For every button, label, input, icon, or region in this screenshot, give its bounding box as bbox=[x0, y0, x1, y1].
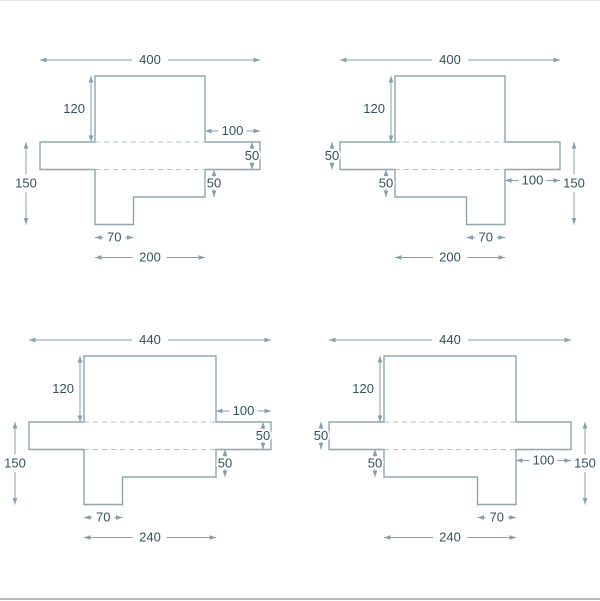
dim-label-arm-length: 100 bbox=[533, 453, 555, 468]
cover-outline bbox=[339, 75, 561, 226]
cover-outline bbox=[28, 355, 272, 506]
dim-label-side-height: 150 bbox=[574, 455, 596, 470]
dim-label-side-height: 150 bbox=[15, 175, 37, 190]
dim-label-upper-height: 120 bbox=[352, 381, 374, 396]
dim-label-total-width: 440 bbox=[439, 332, 461, 347]
dim-label-arm-height: 50 bbox=[314, 428, 328, 443]
dim-label-arm-length: 100 bbox=[522, 173, 544, 188]
dim-label-below-arm: 50 bbox=[379, 175, 393, 190]
dim-label-arm-height: 50 bbox=[325, 148, 339, 163]
cover-outline bbox=[328, 355, 572, 506]
dim-label-below-arm: 50 bbox=[218, 455, 232, 470]
dim-label-side-height: 150 bbox=[4, 455, 26, 470]
dim-label-total-width: 440 bbox=[139, 332, 161, 347]
dim-label-side-height: 150 bbox=[563, 175, 585, 190]
dim-label-upper-height: 120 bbox=[52, 381, 74, 396]
dim-label-total-width: 400 bbox=[139, 52, 161, 67]
dim-label-arm-height: 50 bbox=[245, 148, 259, 163]
dim-label-upper-height: 120 bbox=[63, 101, 85, 116]
dim-label-arm-length: 100 bbox=[222, 123, 244, 138]
dim-label-body-width: 240 bbox=[139, 530, 161, 545]
dim-label-body-width: 240 bbox=[439, 530, 461, 545]
diagram-top-right: 400 120 200 100 50 50 150 70 bbox=[323, 50, 587, 267]
dim-label-body-width: 200 bbox=[439, 250, 461, 265]
dim-label-below-arm: 50 bbox=[368, 455, 382, 470]
dim-label-foot-width: 70 bbox=[96, 510, 110, 525]
dim-label-body-width: 200 bbox=[139, 250, 161, 265]
dim-label-total-width: 400 bbox=[439, 52, 461, 67]
dim-label-foot-width: 70 bbox=[107, 230, 121, 245]
cover-outline bbox=[39, 75, 261, 226]
dim-label-upper-height: 120 bbox=[363, 101, 385, 116]
dim-label-arm-length: 100 bbox=[233, 403, 255, 418]
dim-label-foot-width: 70 bbox=[490, 510, 504, 525]
dim-label-foot-width: 70 bbox=[479, 230, 493, 245]
dim-label-arm-height: 50 bbox=[256, 428, 270, 443]
diagram-bottom-right: 440 120 240 100 50 50 150 70 bbox=[312, 330, 598, 547]
dim-label-below-arm: 50 bbox=[207, 175, 221, 190]
